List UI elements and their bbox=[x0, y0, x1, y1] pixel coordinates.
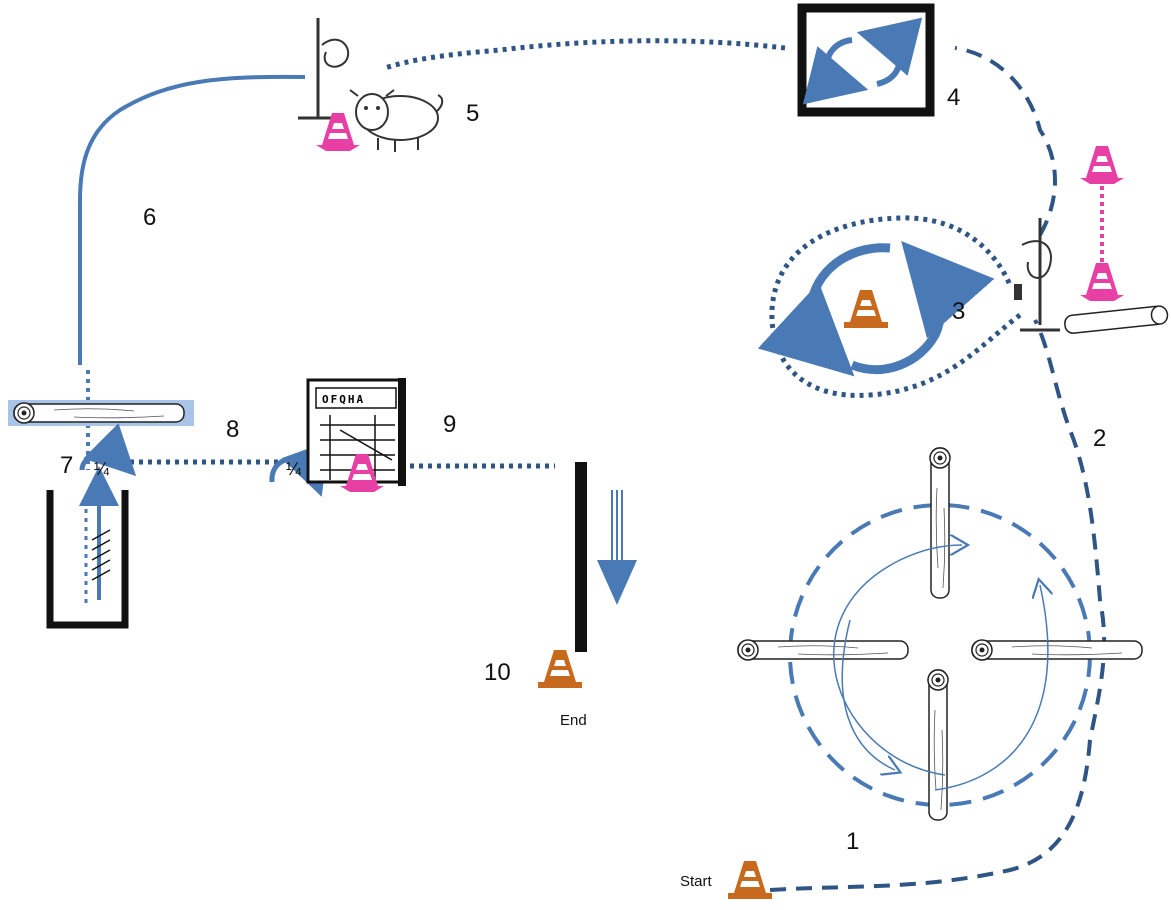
obstacle-7-log-and-box bbox=[8, 400, 194, 629]
obstacle-2-hitch-post bbox=[1014, 146, 1169, 334]
end-label: End bbox=[560, 712, 587, 729]
log-icon bbox=[929, 447, 951, 599]
cow-icon bbox=[349, 89, 444, 152]
obstacle-5-hitch-post bbox=[298, 18, 444, 152]
traffic-cone-icon bbox=[728, 861, 772, 899]
quarter-turn-label: ¼ bbox=[94, 459, 110, 479]
path-4-to-5 bbox=[384, 38, 786, 71]
start-label: Start bbox=[680, 873, 712, 890]
obstacle-number-6: 6 bbox=[143, 204, 157, 231]
side-pass-wall bbox=[575, 462, 637, 652]
obstacle-number-10: 10 bbox=[484, 659, 511, 686]
path-2-to-4 bbox=[954, 46, 1057, 236]
traffic-cone-icon bbox=[538, 650, 582, 688]
log-icon bbox=[971, 639, 1143, 661]
obstacle-number-1: 1 bbox=[846, 828, 860, 855]
obstacle-number-7: 7 bbox=[60, 452, 74, 479]
log-icon bbox=[927, 669, 949, 821]
quarter-turn-label: ¼ bbox=[286, 459, 302, 479]
obstacle-number-9: 9 bbox=[443, 411, 457, 438]
traffic-cone-icon bbox=[1080, 146, 1124, 184]
hitching-post-icon bbox=[1014, 218, 1060, 332]
path-start-to-2 bbox=[769, 319, 1107, 892]
log-icon bbox=[1064, 305, 1169, 334]
hitching-post-icon bbox=[298, 18, 350, 120]
log-icon bbox=[13, 402, 185, 424]
obstacle-number-2: 2 bbox=[1093, 425, 1107, 452]
obstacle-4-turn-box bbox=[797, 3, 935, 117]
obstacle-3-cone-turn bbox=[757, 240, 995, 377]
obstacle-number-3: 3 bbox=[952, 298, 966, 325]
obstacle-1-log-square bbox=[737, 447, 1143, 821]
path-5-to-7-solid bbox=[78, 74, 306, 365]
obstacle-number-8: 8 bbox=[226, 416, 240, 443]
traffic-cone-icon bbox=[844, 290, 888, 328]
obstacle-number-4: 4 bbox=[947, 84, 961, 111]
obstacle-9-gate: OFQHA bbox=[269, 378, 406, 497]
path-3-loop bbox=[769, 215, 1022, 398]
obstacle-number-5: 5 bbox=[466, 100, 480, 127]
traffic-cone-icon bbox=[1080, 263, 1124, 301]
log-icon bbox=[737, 639, 909, 661]
gate-sign: OFQHA bbox=[322, 393, 365, 406]
